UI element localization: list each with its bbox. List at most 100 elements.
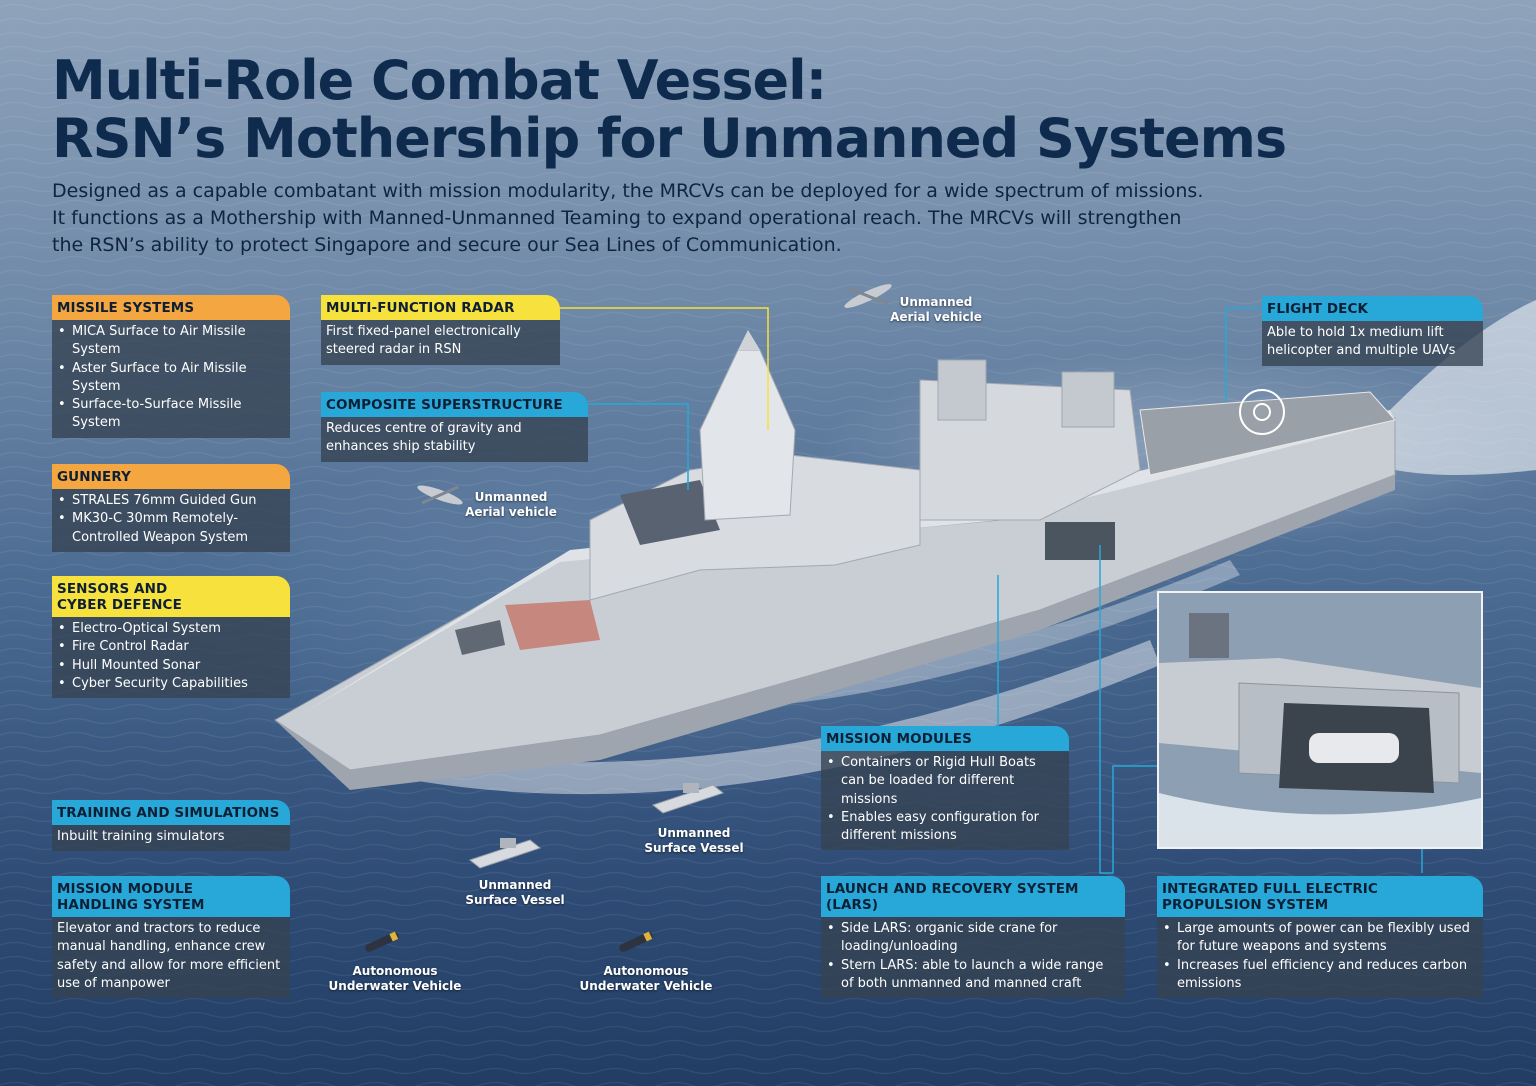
label-uav: Unmanned Aerial vehicle (880, 295, 992, 325)
panel-body: First fixed-panel electronically steered… (321, 320, 560, 365)
list-item: Enables easy configuration for different… (826, 809, 1063, 846)
panel-body: Elevator and tractors to reduce manual h… (52, 917, 290, 999)
label-auv: Autonomous Underwater Vehicle (322, 964, 468, 994)
label-usv: Unmanned Surface Vessel (635, 826, 753, 856)
list-item: STRALES 76mm Guided Gun (57, 492, 284, 511)
stern-inset-image (1157, 591, 1483, 849)
uav-drone (417, 485, 463, 505)
panel-body: Reduces centre of gravity and enhances s… (321, 417, 588, 462)
panel-title: MISSION MODULE HANDLING SYSTEM (52, 876, 290, 917)
label-line: Unmanned (474, 490, 548, 504)
uav-drone (844, 284, 892, 308)
panel-title: GUNNERY (52, 464, 290, 489)
panel-title-line: MISSION MODULE (57, 881, 194, 897)
page-title-line2: RSN’s Mothership for Unmanned Systems (52, 107, 1287, 170)
panel-training-simulations: TRAINING AND SIMULATIONS Inbuilt trainin… (52, 800, 290, 852)
label-uav: Unmanned Aerial vehicle (455, 490, 567, 520)
auv-torpedo (365, 931, 399, 952)
list-item: MICA Surface to Air Missile System (57, 323, 284, 360)
panel-title: MISSILE SYSTEMS (52, 295, 290, 320)
panel-flight-deck: FLIGHT DECK Able to hold 1x medium lift … (1262, 296, 1483, 366)
panel-title-line: SENSORS AND (57, 581, 168, 597)
panel-body: MICA Surface to Air Missile System Aster… (52, 320, 290, 438)
panel-body: Inbuilt training simulators (52, 825, 290, 852)
panel-text: Able to hold 1x medium lift helicopter a… (1267, 325, 1456, 359)
label-line: Aerial vehicle (465, 505, 557, 519)
label-auv: Autonomous Underwater Vehicle (573, 964, 719, 994)
panel-title: TRAINING AND SIMULATIONS (52, 800, 290, 825)
intro-line: the RSN’s ability to protect Singapore a… (52, 234, 842, 256)
panel-electric-propulsion: INTEGRATED FULL ELECTRIC PROPULSION SYST… (1157, 876, 1483, 999)
list-item: Hull Mounted Sonar (57, 657, 284, 676)
label-line: Unmanned (899, 295, 973, 309)
panel-title-line: INTEGRATED FULL ELECTRIC (1162, 881, 1378, 897)
panel-title: MISSION MODULES (821, 726, 1069, 751)
list-item: Fire Control Radar (57, 638, 284, 657)
label-line: Unmanned (478, 878, 552, 892)
list-item: Cyber Security Capabilities (57, 675, 284, 694)
panel-lars: LAUNCH AND RECOVERY SYSTEM (LARS) Side L… (821, 876, 1125, 999)
label-line: Autonomous (352, 964, 438, 978)
list-item: Surface-to-Surface Missile System (57, 396, 284, 433)
panel-multi-function-radar: MULTI-FUNCTION RADAR First fixed-panel e… (321, 295, 560, 365)
panel-body: Large amounts of power can be flexibly u… (1157, 917, 1483, 999)
list-item: Aster Surface to Air Missile System (57, 360, 284, 397)
panel-missile-systems: MISSILE SYSTEMS MICA Surface to Air Miss… (52, 295, 290, 438)
label-line: Autonomous (603, 964, 689, 978)
label-line: Surface Vessel (644, 841, 744, 855)
intro-line: It functions as a Mothership with Manned… (52, 207, 1182, 229)
panel-title-line: CYBER DEFENCE (57, 597, 182, 613)
ship-deck (300, 410, 1395, 715)
panel-text: Reduces centre of gravity and enhances s… (326, 421, 522, 455)
label-line: Surface Vessel (465, 893, 565, 907)
panel-title: LAUNCH AND RECOVERY SYSTEM (LARS) (821, 876, 1125, 917)
usv-boat (468, 838, 542, 869)
auv-torpedo (619, 931, 653, 952)
usv-boat (651, 783, 725, 814)
panel-body: Able to hold 1x medium lift helicopter a… (1262, 321, 1483, 366)
panel-text: Elevator and tractors to reduce manual h… (57, 921, 281, 991)
list-item: Side LARS: organic side crane for loadin… (826, 920, 1119, 957)
label-line: Aerial vehicle (890, 310, 982, 324)
list-item: Increases fuel efficiency and reduces ca… (1162, 957, 1477, 994)
list-item: Containers or Rigid Hull Boats can be lo… (826, 754, 1063, 809)
intro-line: Designed as a capable combatant with mis… (52, 180, 1204, 202)
list-item: Electro-Optical System (57, 620, 284, 639)
leader-line-superstructure (588, 403, 689, 490)
panel-mission-module-handling: MISSION MODULE HANDLING SYSTEM Elevator … (52, 876, 290, 999)
panel-mission-modules: MISSION MODULES Containers or Rigid Hull… (821, 726, 1069, 851)
leader-line-radar (560, 307, 769, 430)
leader-line-flight-deck (1225, 307, 1262, 402)
panel-title: SENSORS AND CYBER DEFENCE (52, 576, 290, 617)
panel-body: Side LARS: organic side crane for loadin… (821, 917, 1125, 999)
panel-title-line: PROPULSION SYSTEM (1162, 897, 1329, 913)
panel-title-line: HANDLING SYSTEM (57, 897, 205, 913)
panel-text: Inbuilt training simulators (57, 829, 225, 844)
label-line: Unmanned (657, 826, 731, 840)
leader-line-lars (1099, 545, 1160, 874)
panel-body: STRALES 76mm Guided Gun MK30-C 30mm Remo… (52, 489, 290, 552)
page-title-line1: Multi-Role Combat Vessel: (52, 49, 827, 112)
radar-mast (699, 349, 796, 521)
list-item: Large amounts of power can be flexibly u… (1162, 920, 1477, 957)
panel-text: First fixed-panel electronically steered… (326, 324, 521, 358)
panel-title: FLIGHT DECK (1262, 296, 1483, 321)
panel-gunnery: GUNNERY STRALES 76mm Guided Gun MK30-C 3… (52, 464, 290, 552)
list-item: MK30-C 30mm Remotely-Controlled Weapon S… (57, 510, 284, 547)
panel-title-line: LAUNCH AND RECOVERY SYSTEM (826, 881, 1079, 897)
panel-composite-superstructure: COMPOSITE SUPERSTRUCTURE Reduces centre … (321, 392, 588, 462)
intro-text: Designed as a capable combatant with mis… (52, 178, 1372, 259)
panel-title-line: (LARS) (826, 897, 879, 913)
list-item: Stern LARS: able to launch a wide range … (826, 957, 1119, 994)
panel-title: MULTI-FUNCTION RADAR (321, 295, 560, 320)
panel-body: Containers or Rigid Hull Boats can be lo… (821, 751, 1069, 851)
panel-body: Electro-Optical System Fire Control Rada… (52, 617, 290, 699)
label-usv: Unmanned Surface Vessel (456, 878, 574, 908)
label-line: Underwater Vehicle (579, 979, 713, 993)
panel-title: INTEGRATED FULL ELECTRIC PROPULSION SYST… (1157, 876, 1483, 917)
panel-title: COMPOSITE SUPERSTRUCTURE (321, 392, 588, 417)
label-line: Underwater Vehicle (328, 979, 462, 993)
panel-sensors-cyber: SENSORS AND CYBER DEFENCE Electro-Optica… (52, 576, 290, 699)
